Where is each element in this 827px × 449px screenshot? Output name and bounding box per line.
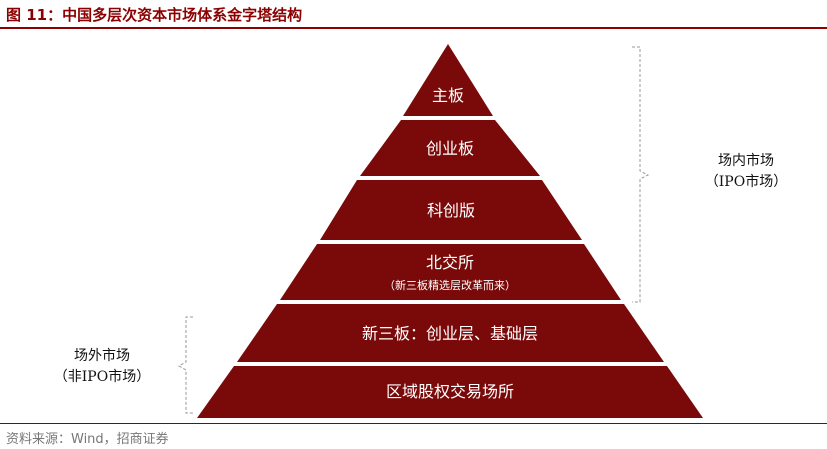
- otc-market-subtitle: （非IPO市场）: [53, 369, 151, 385]
- source-divider: [0, 423, 827, 424]
- figure-title: 图 11：中国多层次资本市场体系金字塔结构: [6, 6, 303, 24]
- tier-label: 科创版: [427, 201, 475, 220]
- tier-neeq: [237, 304, 664, 362]
- exchange-market-title: 场内市场: [718, 153, 774, 169]
- tier-label: 创业板: [426, 139, 474, 158]
- tier-star-market: [320, 180, 582, 240]
- tier-chinext: [360, 120, 540, 176]
- tier-main-board: [403, 44, 493, 116]
- tier-label: 主板: [432, 86, 464, 105]
- otc-market-title: 场外市场: [74, 348, 130, 364]
- exchange-market-bracket: [632, 46, 650, 303]
- otc-market-label: 场外市场 （非IPO市场）: [42, 346, 162, 388]
- title-divider: [0, 27, 827, 29]
- tier-regional-equity: [197, 366, 703, 418]
- source-note: 资料来源：Wind，招商证券: [6, 432, 169, 447]
- tier-label: 北交所: [426, 253, 474, 272]
- tier-bse: [280, 244, 621, 300]
- tier-label: 区域股权交易场所: [386, 382, 514, 401]
- exchange-market-label: 场内市场 （IPO市场）: [686, 151, 806, 193]
- tier-label: 新三板：创业层、基础层: [362, 324, 538, 343]
- tier-sublabel: （新三板精选层改革而来）: [384, 278, 516, 292]
- otc-market-bracket: [177, 316, 193, 414]
- exchange-market-subtitle: （IPO市场）: [704, 174, 788, 190]
